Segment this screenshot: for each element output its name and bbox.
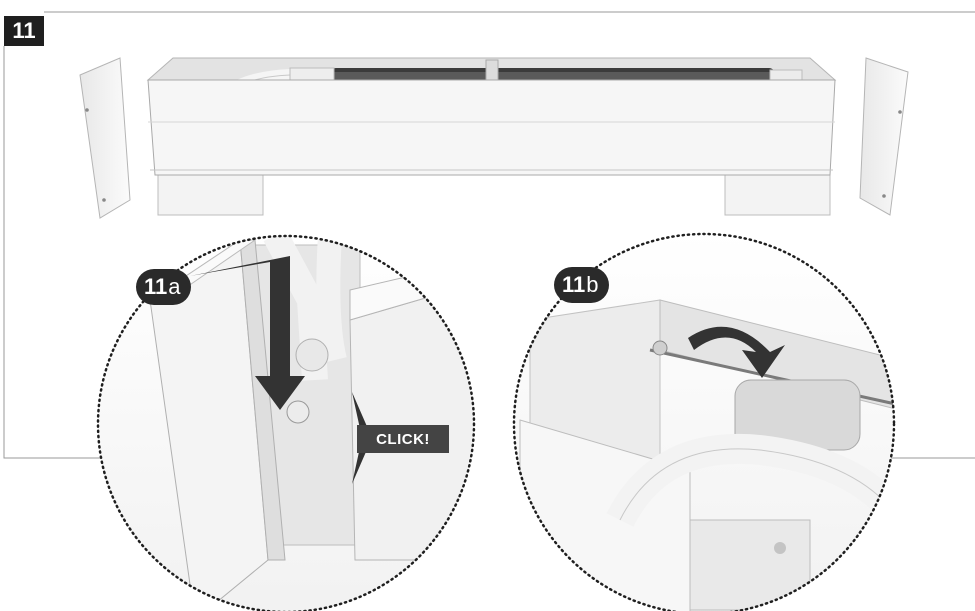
detail-circle-b	[512, 232, 896, 611]
detail-b-number: 11	[562, 272, 586, 297]
detail-a-number: 11	[144, 274, 168, 299]
detail-a-letter: a	[168, 274, 181, 299]
step-number-badge: 11	[4, 16, 44, 46]
step-frame	[3, 11, 975, 459]
click-callout-text: CLICK!	[376, 430, 430, 448]
convector-housing	[79, 57, 909, 219]
detail-b-letter: b	[586, 272, 599, 297]
click-callout: CLICK!	[357, 425, 449, 453]
step-number: 11	[12, 18, 36, 43]
